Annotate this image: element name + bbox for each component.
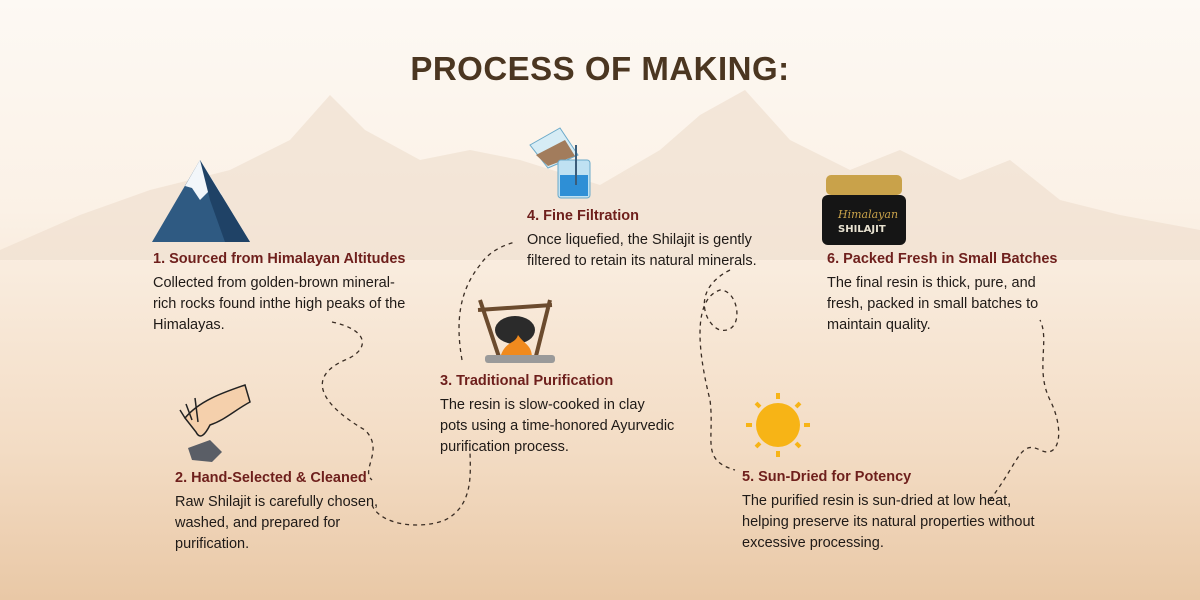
- step-heading: 6. Packed Fresh in Small Batches: [827, 251, 1058, 267]
- hand-picking-rock-icon: [179, 384, 251, 462]
- step-3: 3. Traditional Purification The resin is…: [440, 373, 680, 458]
- step-heading: 5. Sun-Dried for Potency: [742, 469, 912, 485]
- step-heading: 1. Sourced from Himalayan Altitudes: [153, 251, 406, 267]
- snowy-mountain-icon: [152, 160, 250, 242]
- step-body: Once liquefied, the Shilajit is gently f…: [527, 232, 757, 269]
- jar-label-text: Himalayan: [837, 208, 898, 221]
- step-2: 2. Hand-Selected & Cleaned Raw Shilajit …: [175, 470, 415, 555]
- page-title: PROCESS OF MAKING:: [410, 50, 790, 87]
- step-heading: 2. Hand-Selected & Cleaned: [175, 470, 367, 486]
- jar-label-text: SHILAJIT: [838, 224, 886, 235]
- step-5: 5. Sun-Dried for Potency The purified re…: [742, 469, 1042, 554]
- step-4: 4. Fine Filtration Once liquefied, the S…: [527, 208, 797, 272]
- step-heading: 3. Traditional Purification: [440, 373, 614, 389]
- sun-icon: [746, 393, 810, 457]
- step-body: The final resin is thick, pure, and fres…: [827, 275, 1039, 333]
- step-body: Raw Shilajit is carefully chosen, washed…: [175, 494, 379, 552]
- step-6: 6. Packed Fresh in Small Batches The fin…: [827, 251, 1077, 336]
- step-body: The resin is slow-cooked in clay pots us…: [440, 397, 675, 455]
- beaker-pouring-icon: [529, 127, 591, 199]
- step-body: Collected from golden-brown mineral-rich…: [153, 275, 406, 333]
- step-1: 1. Sourced from Himalayan Altitudes Coll…: [153, 251, 433, 336]
- step-body: The purified resin is sun-dried at low h…: [742, 493, 1035, 551]
- step-heading: 4. Fine Filtration: [527, 208, 639, 224]
- campfire-pot-icon: [477, 299, 555, 363]
- shilajit-jar-icon: Himalayan SHILAJIT: [822, 175, 906, 245]
